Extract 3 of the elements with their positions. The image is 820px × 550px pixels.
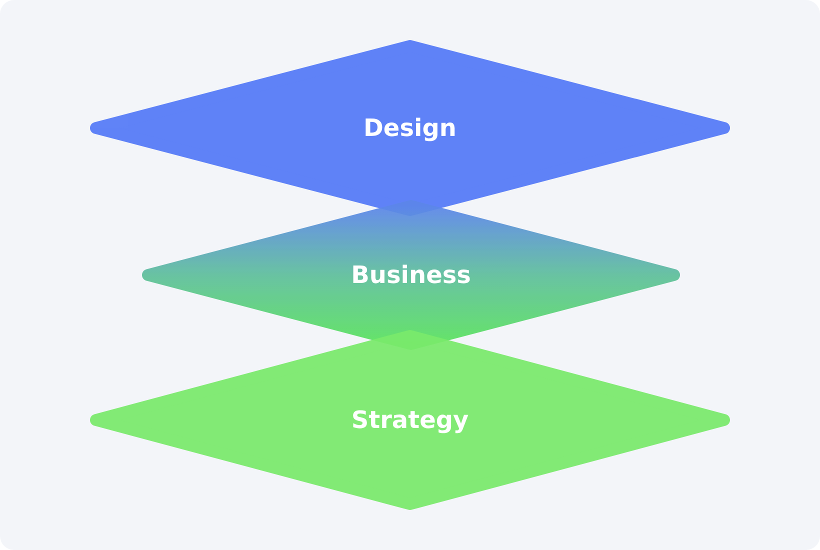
layer-label: Business	[351, 261, 471, 289]
layer-label: Design	[364, 114, 456, 142]
layer-label: Strategy	[351, 406, 469, 434]
